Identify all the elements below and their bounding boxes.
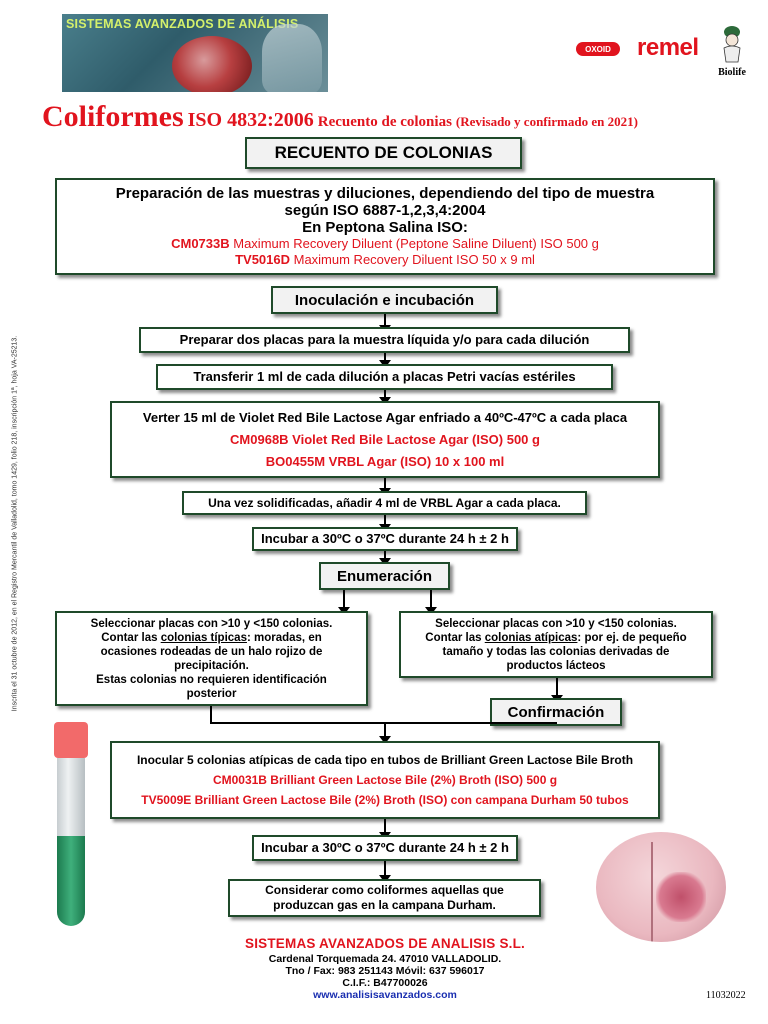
- page-title: Coliformes ISO 4832:2006 Recuento de col…: [42, 100, 638, 134]
- arrow: [379, 861, 391, 883]
- test-tube-image: [48, 722, 96, 928]
- recuento-header: RECUENTO DE COLONIAS: [245, 137, 522, 169]
- footer-company: SISTEMAS AVANZADOS DE ANALISIS S.L.: [244, 936, 526, 951]
- document-code: 11032022: [706, 990, 746, 1001]
- footer-address: Cardenal Torquemada 24. 47010 VALLADOLID…: [268, 953, 502, 965]
- step-add-vrbl: Una vez solidificadas, añadir 4 ml de VR…: [182, 491, 587, 515]
- step-prepare-plates: Preparar dos placas para la muestra líqu…: [139, 327, 630, 353]
- step-incubate-2: Incubar a 30ºC o 37ºC durante 24 h ± 2 h: [252, 835, 518, 861]
- enumeracion-header: Enumeración: [319, 562, 450, 590]
- footer-web[interactable]: www.analisisavanzados.com: [313, 989, 457, 1001]
- arrow: [379, 722, 391, 744]
- footer-cif: C.I.F.: B47700026: [342, 977, 428, 989]
- registry-text: Inscrita el 31 octubre de 2012, en el Re…: [11, 335, 19, 712]
- confirm-box: Inocular 5 colonias atípicas de cada tip…: [110, 741, 660, 819]
- footer-phone: Tno / Fax: 983 251143 Móvil: 637 596017: [285, 965, 485, 977]
- oxoid-logo: OXOID: [576, 42, 620, 56]
- title-main: Coliformes: [42, 100, 184, 133]
- confirmacion-header: Confirmación: [490, 698, 622, 726]
- typical-colonies-box: Seleccionar placas con >10 y <150 coloni…: [55, 611, 368, 706]
- arrow: [379, 314, 391, 333]
- remel-logo: remel: [637, 34, 699, 61]
- arrow: [379, 390, 391, 405]
- arrow: [379, 353, 391, 368]
- step-incubate-1: Incubar a 30ºC o 37ºC durante 24 h ± 2 h: [252, 527, 518, 551]
- glove-shape: [262, 24, 322, 92]
- arrow: [379, 819, 391, 840]
- tube-cap: [54, 722, 88, 758]
- preparation-box: Preparación de las muestras y diluciones…: [55, 178, 715, 275]
- petri-dish-photo: [172, 36, 252, 92]
- header-banner: SISTEMAS AVANZADOS DE ANÁLISIS: [62, 14, 328, 92]
- inoculacion-header: Inoculación e incubación: [271, 286, 498, 314]
- arrow: [379, 551, 391, 566]
- arrow: [551, 678, 563, 703]
- atypical-colonies-box: Seleccionar placas con >10 y <150 coloni…: [399, 611, 713, 678]
- tube-body: [57, 758, 85, 926]
- final-box: Considerar como coliformes aquellas que …: [228, 879, 541, 917]
- arrow-left: [338, 590, 350, 615]
- biolife-icon: [723, 26, 741, 63]
- petri-dish-image: [596, 832, 726, 942]
- biolife-logo: Biolife: [712, 24, 752, 80]
- title-iso: ISO 4832:2006: [187, 109, 314, 131]
- footer: SISTEMAS AVANZADOS DE ANALISIS S.L. Card…: [150, 936, 620, 1001]
- title-revised: (Revisado y confirmado en 2021): [455, 114, 638, 129]
- connector: [210, 722, 557, 724]
- arrow-right: [425, 590, 437, 615]
- step-transfer: Transferir 1 ml de cada dilución a placa…: [156, 364, 613, 390]
- step-pour-agar: Verter 15 ml de Violet Red Bile Lactose …: [110, 401, 660, 478]
- arrow: [379, 515, 391, 532]
- arrow: [379, 478, 391, 496]
- banner-title: SISTEMAS AVANZADOS DE ANÁLISIS: [66, 17, 299, 31]
- connector: [210, 706, 212, 722]
- title-subtitle: Recuento de colonias: [317, 114, 452, 130]
